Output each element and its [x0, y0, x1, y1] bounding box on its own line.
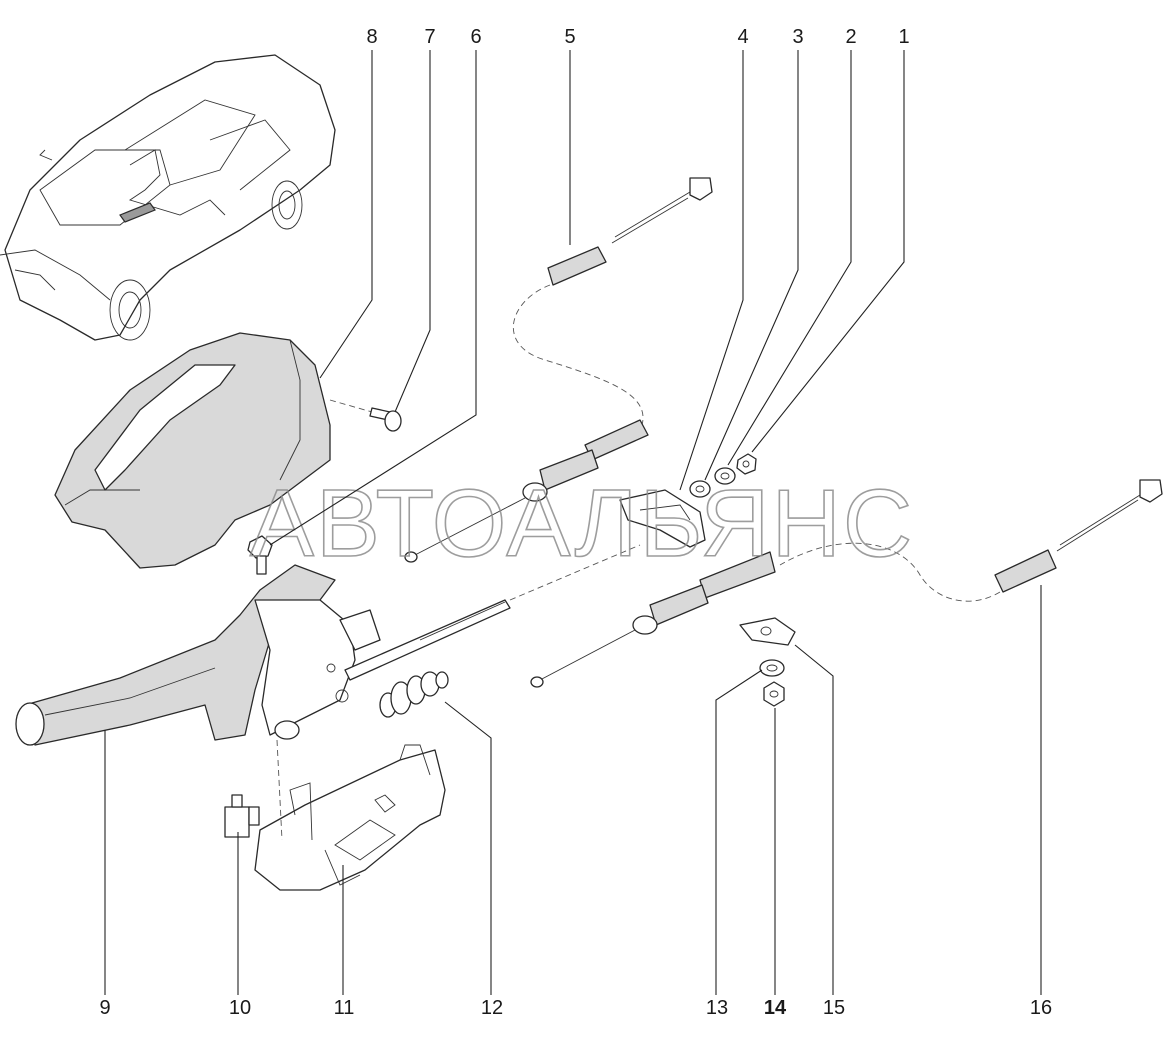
- callout-3: 3: [792, 26, 803, 48]
- callout-7: 7: [424, 26, 435, 48]
- callout-2: 2: [845, 26, 856, 48]
- leader-12: [444, 701, 492, 995]
- switch-part: [224, 794, 260, 838]
- callout-labels: 8 7 6 5 4 3 2 1 9 10 11 12 13 14 15 16: [99, 26, 1052, 1019]
- leader-3: [704, 50, 799, 481]
- callout-11: 11: [334, 997, 355, 1019]
- cable-clip-hardware: [739, 617, 796, 707]
- bracket-part: [254, 739, 446, 891]
- callout-16: 16: [1030, 997, 1052, 1019]
- lower-rear-cable-part: [509, 479, 1163, 688]
- leader-8: [319, 50, 373, 379]
- leader-7: [394, 50, 431, 413]
- watermark: АВТОАЛЬЯНС: [250, 470, 914, 577]
- bolt-part: [247, 535, 273, 575]
- callout-5: 5: [564, 26, 575, 48]
- vehicle-locator-illustration: [0, 54, 336, 341]
- callout-10: 10: [229, 997, 251, 1019]
- equalizer-hardware: [619, 453, 757, 548]
- leader-6: [269, 50, 477, 546]
- leader-2: [727, 50, 852, 466]
- callout-13: 13: [706, 997, 728, 1019]
- callout-6: 6: [470, 26, 481, 48]
- leader-1: [751, 50, 905, 453]
- screw-part: [329, 399, 402, 432]
- callout-8: 8: [366, 26, 377, 48]
- boot-part: [379, 671, 449, 718]
- callout-15: 15: [823, 997, 845, 1019]
- callout-4: 4: [737, 26, 748, 48]
- callout-14: 14: [764, 997, 787, 1019]
- upper-rear-cable-part: [404, 177, 713, 563]
- callout-9: 9: [99, 997, 110, 1019]
- callout-1: 1: [898, 26, 909, 48]
- leader-4: [679, 50, 744, 491]
- callout-12: 12: [481, 997, 503, 1019]
- hand-brake-lever-part: [15, 564, 511, 746]
- leader-15: [794, 644, 834, 995]
- leader-lines: [104, 50, 1042, 995]
- lever-cover-part: [54, 332, 331, 569]
- leader-13: [715, 669, 763, 995]
